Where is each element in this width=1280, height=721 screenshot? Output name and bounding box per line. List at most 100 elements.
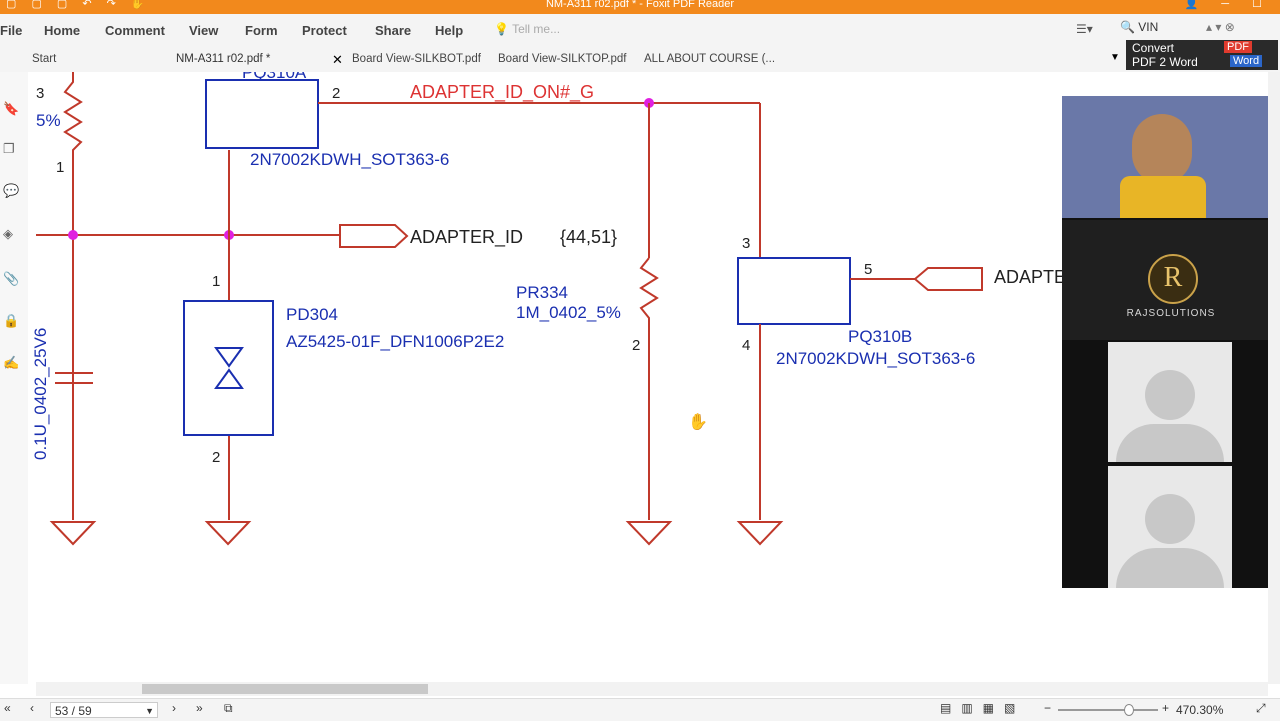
word-badge: Word	[1230, 55, 1263, 67]
vertical-scrollbar[interactable]	[1268, 72, 1280, 684]
copy-icon[interactable]: ⧉	[224, 701, 233, 715]
chevron-down-icon: ▼	[145, 706, 154, 716]
pq310a-part: 2N7002KDWH_SOT363-6	[250, 150, 449, 169]
zoom-out-icon[interactable]: −	[1044, 701, 1052, 715]
svg-text:5: 5	[864, 261, 872, 278]
pages-icon[interactable]: ❐	[3, 141, 15, 156]
net-label-adapter-id-on: ADAPTER_ID_ON#_G	[410, 82, 594, 103]
horizontal-scroll-thumb[interactable]	[142, 684, 428, 694]
title-bar: ▢ ▢ ▢ ↶ ↷ ✋ NM-A311 r02.pdf * - Foxit PD…	[0, 0, 1280, 14]
svg-text:2: 2	[332, 85, 340, 102]
fullscreen-icon[interactable]: ⤢	[1256, 701, 1266, 715]
next-page-icon[interactable]: ›	[172, 701, 176, 715]
pd304-part: AZ5425-01F_DFN1006P2E2	[286, 332, 504, 351]
left-percent: 5%	[36, 111, 61, 130]
horizontal-scrollbar[interactable]	[36, 682, 1268, 696]
view-mode-icons[interactable]: ▤▥▦▧	[940, 701, 1026, 715]
menu-bar: File Home Comment View Form Protect Shar…	[0, 14, 1280, 49]
search-input[interactable]: 🔍 VIN ▴ ▾ ⊗	[1120, 20, 1235, 34]
quick-access-icons[interactable]: ▢ ▢ ▢ ↶ ↷ ✋	[6, 0, 151, 10]
mosfet-pq310b	[737, 257, 851, 325]
convert-pdf-widget[interactable]: Convert PDF 2 Word PDF Word	[1126, 40, 1278, 70]
menu-file[interactable]: File	[0, 23, 23, 38]
pd304-name: PD304	[286, 305, 338, 324]
bookmark-icon[interactable]: 🔖	[3, 101, 20, 116]
diode-pd304	[183, 300, 274, 436]
schematic-drawing: ADAPTER_ID_ON#_G ADAPTER_ID {44,51} ADAP…	[31, 72, 1066, 546]
pdf-badge: PDF	[1224, 41, 1252, 53]
net-flag-adapter-right	[913, 267, 983, 291]
ground-symbol	[204, 521, 252, 546]
zoom-slider[interactable]	[1058, 709, 1158, 711]
window-controls[interactable]: 👤 ─ ☐	[1184, 0, 1272, 10]
presenter-video	[1062, 96, 1280, 218]
net-flag-adapter-id	[339, 224, 409, 248]
net-label-adapter-right: ADAPTE	[994, 267, 1066, 287]
tab-nm-a311[interactable]: NM-A311 r02.pdf *	[176, 53, 271, 65]
tab-silkbot[interactable]: Board View-SILKBOT.pdf	[352, 53, 481, 65]
layout-icon[interactable]: ☰▾	[1076, 22, 1093, 36]
participant-tile	[1108, 466, 1232, 588]
security-icon[interactable]: 🔒	[3, 313, 20, 328]
menu-home[interactable]: Home	[44, 23, 81, 38]
menu-view[interactable]: View	[189, 23, 219, 38]
svg-text:3: 3	[742, 235, 750, 252]
lightbulb-icon: 💡	[494, 22, 509, 36]
resistor-pr334	[639, 257, 659, 520]
tab-course[interactable]: ALL ABOUT COURSE (...	[644, 53, 776, 65]
search-icon: 🔍	[1120, 20, 1135, 34]
ref-page-label: {44,51}	[560, 227, 617, 247]
tell-me-input[interactable]: 💡 Tell me...	[494, 22, 561, 36]
left-resistor	[63, 72, 83, 520]
last-page-icon[interactable]: »	[196, 701, 203, 715]
svg-text:3: 3	[36, 85, 44, 102]
signature-icon[interactable]: ✍	[3, 355, 20, 370]
cap-value: 0.1U_0402_25V6	[31, 328, 50, 460]
status-bar: « ‹ 53 / 59▼ › » ⧉ ▤▥▦▧ − + 470.30% ⤢	[0, 698, 1280, 721]
pq310a-name: PQ310A	[242, 72, 307, 82]
menu-share[interactable]: Share	[375, 23, 412, 38]
pq310b-name: PQ310B	[848, 327, 912, 346]
tab-list-dropdown-icon[interactable]: ▼	[1110, 52, 1120, 63]
menu-form[interactable]: Form	[245, 23, 278, 38]
tab-silktop[interactable]: Board View-SILKTOP.pdf	[498, 53, 627, 65]
avatar-icon	[1145, 370, 1195, 420]
avatar-icon	[1145, 494, 1195, 544]
brand-tile: R RAJSOLUTIONS	[1062, 220, 1280, 340]
net-label-adapter-id: ADAPTER_ID	[410, 227, 523, 248]
close-tab-icon[interactable]: ✕	[332, 52, 343, 67]
svg-text:4: 4	[742, 337, 750, 354]
hand-cursor-icon: ✋	[688, 414, 708, 431]
layers-icon[interactable]: ◈	[3, 226, 13, 241]
participant-tile	[1108, 342, 1232, 462]
attachment-icon[interactable]: 📎	[3, 271, 20, 286]
presenter-figure	[1132, 114, 1192, 184]
document-view[interactable]: ADAPTER_ID_ON#_G ADAPTER_ID {44,51} ADAP…	[28, 72, 1268, 684]
menu-protect[interactable]: Protect	[302, 23, 347, 38]
pr334-value: 1M_0402_5%	[516, 303, 621, 322]
menu-comment[interactable]: Comment	[105, 23, 165, 38]
first-page-icon[interactable]: «	[4, 701, 11, 715]
svg-text:1: 1	[56, 159, 64, 176]
zoom-slider-handle[interactable]	[1124, 704, 1134, 716]
svg-text:2: 2	[632, 337, 640, 354]
ground-symbol	[625, 521, 673, 546]
comments-icon[interactable]: 💬	[3, 183, 20, 198]
zoom-level[interactable]: 470.30%	[1176, 703, 1224, 717]
svg-text:2: 2	[212, 449, 220, 466]
tab-bar: Start NM-A311 r02.pdf * ✕ Board View-SIL…	[0, 48, 1280, 73]
window-title: NM-A311 r02.pdf * - Foxit PDF Reader	[545, 0, 735, 10]
navigation-panel: 🔖 ❐ 💬 ◈ 📎 🔒 ✍	[0, 72, 29, 684]
search-nav-icons[interactable]: ▴ ▾ ⊗	[1206, 20, 1235, 34]
ground-symbol	[49, 521, 97, 546]
menu-help[interactable]: Help	[435, 23, 464, 38]
pq310b-part: 2N7002KDWH_SOT363-6	[776, 349, 975, 368]
zoom-in-icon[interactable]: +	[1162, 701, 1170, 715]
svg-text:1: 1	[212, 273, 220, 290]
tab-start[interactable]: Start	[32, 53, 57, 65]
junction-dot	[68, 230, 78, 240]
page-number-input[interactable]: 53 / 59▼	[50, 702, 158, 718]
prev-page-icon[interactable]: ‹	[30, 701, 34, 715]
ground-symbol	[736, 521, 784, 546]
brand-logo-text: RAJSOLUTIONS	[1126, 308, 1216, 319]
